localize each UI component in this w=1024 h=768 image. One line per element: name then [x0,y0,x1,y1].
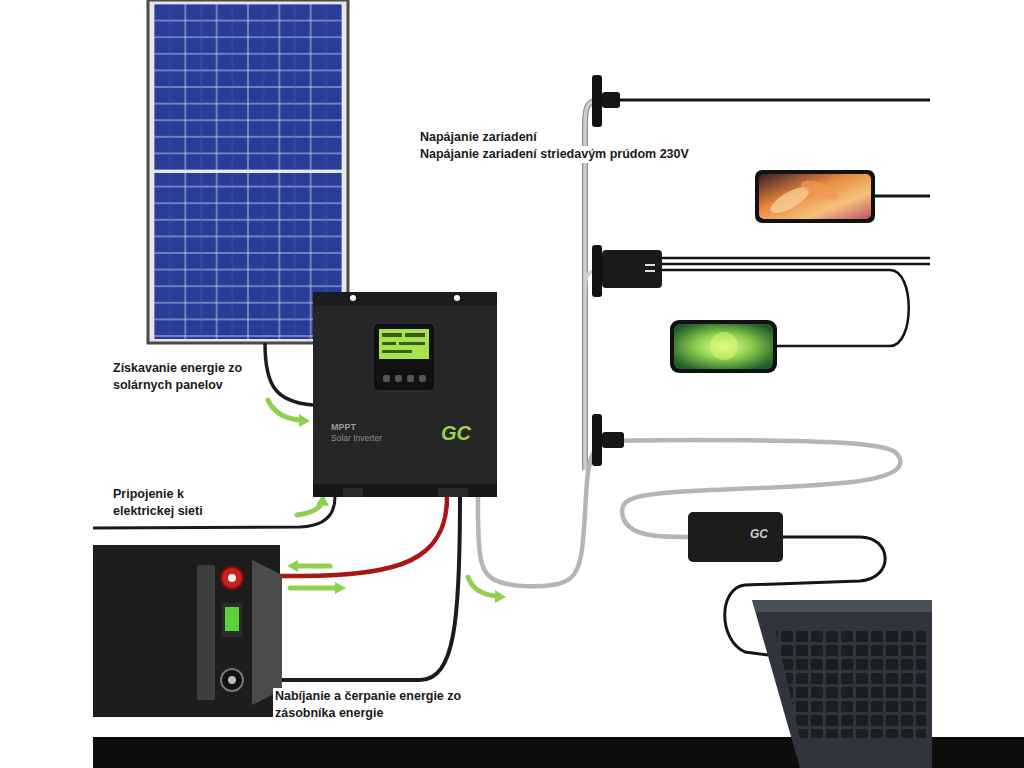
flow-arrowhead [335,582,346,594]
device-detail [350,295,356,301]
smartphone [670,320,777,373]
brand-logo: GC [750,528,768,542]
callout-text: Získavanie energie zo solárnych panelov [111,360,257,394]
caption-text: Napájanie zariadení [418,129,539,146]
flow-arrow [290,586,336,591]
smartphone [759,174,871,219]
laptop [752,600,932,768]
wall-socket [592,75,620,127]
flow-arrow [298,564,330,569]
usb-cable [662,258,930,346]
usb-cable [662,263,930,266]
positive-terminal [228,574,236,582]
device-detail [382,333,402,337]
battery-display [222,603,242,637]
smartphone [799,177,841,204]
device-detail [419,375,426,382]
device-detail [395,375,402,382]
smartphone [710,332,738,360]
laptop [775,628,926,738]
battery-bracket [252,560,282,705]
plug-cord [620,99,930,102]
phone-cable [875,195,930,198]
smartphone [755,170,875,223]
brand-logo: GC [441,422,471,445]
battery-strip [197,565,215,700]
device-detail [438,488,468,497]
smartphone [670,320,777,373]
device-detail [382,350,412,353]
wall-socket [592,414,624,466]
panel-cells [154,4,342,170]
power-cable [478,440,900,586]
negative-terminal [221,669,243,691]
battery-display [225,607,239,631]
caption-text: Napájanie zariadení striedavým prúdom 23… [418,146,691,163]
smartphone [674,324,773,369]
battery-case [93,545,280,717]
inverter-housing: MPPT Solar Inverter GC [313,292,497,497]
usb-charger [592,245,602,297]
usb-charger [602,250,662,288]
wall-socket [592,414,602,466]
usb-cable [662,270,909,346]
usb-cable [662,257,930,260]
charger-adapter: GC [688,512,783,562]
usb-charger [592,245,662,297]
device-detail [313,292,497,306]
usb-charger [645,264,655,266]
wall-socket [602,92,620,108]
flow-arrow [268,400,300,420]
model-subtitle: Solar Inverter [331,434,382,444]
device-detail [313,292,497,497]
model-label: MPPT [331,422,356,432]
device-detail [383,375,390,382]
positive-terminal [221,567,243,589]
laptop [752,600,932,612]
battery [93,545,282,717]
wall-socket [602,432,624,448]
device-detail [313,484,497,497]
panel-cable [265,343,313,405]
flow-arrowhead [287,560,298,572]
flow-arrowhead [495,590,506,603]
device-detail [405,333,425,337]
device-detail [454,295,460,301]
device-detail [382,342,396,345]
device-detail [373,323,435,391]
negative-terminal [228,676,236,684]
flow-arrowhead [299,414,310,427]
laptop [752,600,932,768]
device-detail [379,329,429,359]
smartphone [755,170,875,223]
callout-text: Pripojenie k elektrickej sieti [111,486,237,520]
device-detail [407,375,414,382]
wall-socket [592,75,602,127]
device-detail [343,488,363,497]
usb-charger [645,270,655,272]
callout-text: Nabíjanie a čerpanie energie zo zásobník… [273,688,483,722]
device-detail [399,342,425,345]
